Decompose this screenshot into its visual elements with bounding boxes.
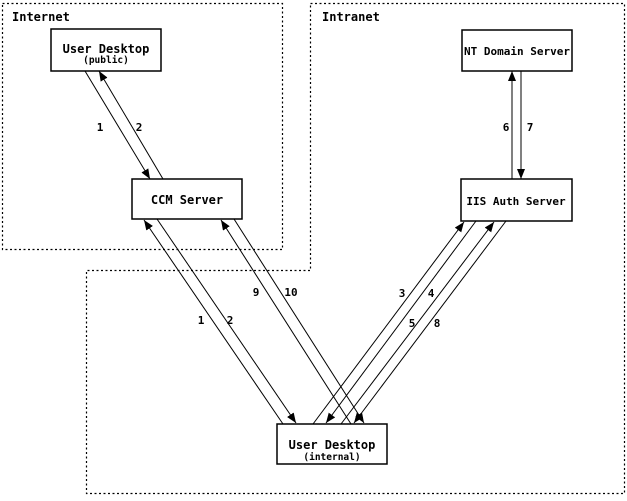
nt-domain-server-box <box>461 29 573 72</box>
node-user-desktop-public: User Desktop (public) <box>50 28 162 72</box>
edge-ccm-to-public-desktop <box>98 70 164 180</box>
user-desktop-internal-label: User Desktop <box>289 438 376 452</box>
edge-label-9: 9 <box>253 286 260 299</box>
user-desktop-public-label: User Desktop <box>63 42 150 56</box>
edge-label-10: 10 <box>284 286 297 299</box>
internet-zone-border <box>1 2 284 251</box>
edge-label-public-2: 2 <box>136 121 143 134</box>
edge-ccm-to-internal-desktop-2 <box>156 218 297 424</box>
user-desktop-internal-sublabel: (internal) <box>303 452 360 463</box>
edge-label-3: 3 <box>399 287 406 300</box>
edge-internal-desktop-to-iis-3 <box>312 221 465 425</box>
user-desktop-public-sublabel: (public) <box>83 55 129 66</box>
ccm-server-box <box>131 178 243 220</box>
nt-domain-server-label: NT Domain Server <box>464 45 570 58</box>
user-desktop-public-box <box>50 28 162 72</box>
node-iis-auth-server: IIS Auth Server <box>460 178 573 222</box>
edge-iis-to-internal-desktop-4 <box>325 220 477 424</box>
edge-label-public-1: 1 <box>97 121 104 134</box>
node-ccm-server: CCM Server <box>131 178 243 220</box>
edge-label-4: 4 <box>428 287 435 300</box>
iis-auth-server-label: IIS Auth Server <box>466 195 566 208</box>
edge-internal-desktop-to-ccm-9 <box>220 219 352 425</box>
intranet-zone-border <box>85 2 626 495</box>
edge-label-7: 7 <box>527 121 534 134</box>
node-user-desktop-internal: User Desktop (internal) <box>276 423 388 465</box>
edge-internal-desktop-to-ccm-1 <box>143 219 284 425</box>
ccm-server-label: CCM Server <box>151 193 223 207</box>
edge-label-internal-2: 2 <box>227 314 234 327</box>
edge-internal-desktop-to-iis-5 <box>340 221 495 425</box>
edge-label-5: 5 <box>409 317 416 330</box>
iis-auth-server-box <box>460 178 573 222</box>
intranet-zone-label: Intranet <box>322 10 380 24</box>
internet-zone-label: Internet <box>12 10 70 24</box>
edge-label-8: 8 <box>434 317 441 330</box>
edge-label-internal-1: 1 <box>198 314 205 327</box>
edge-public-desktop-to-ccm <box>84 70 151 180</box>
edge-ccm-to-internal-desktop-10 <box>233 218 365 424</box>
node-nt-domain-server: NT Domain Server <box>461 29 573 72</box>
user-desktop-internal-box <box>276 423 388 465</box>
edge-label-6: 6 <box>503 121 510 134</box>
edge-iis-to-internal-desktop-8 <box>353 220 507 424</box>
